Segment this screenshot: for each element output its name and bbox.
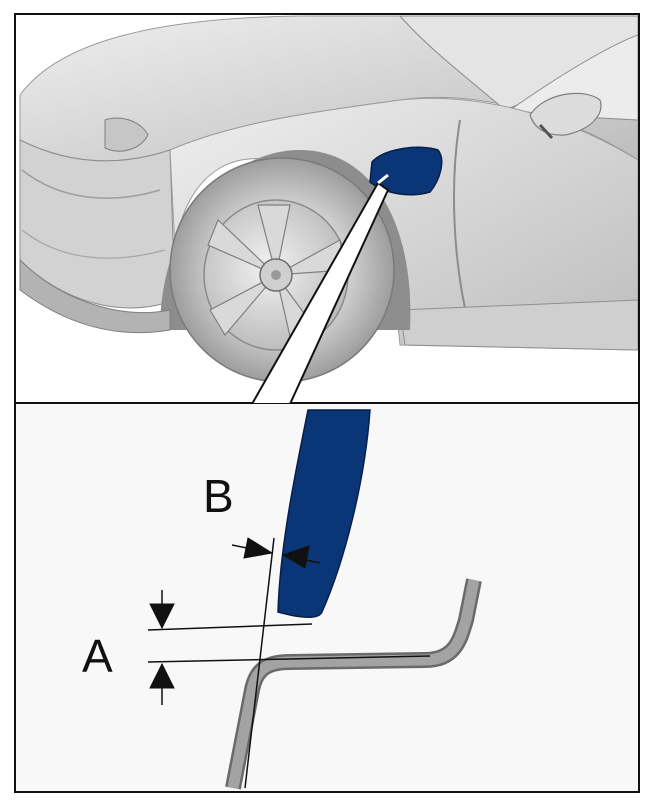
dimension-a bbox=[147, 590, 431, 705]
dimension-b bbox=[231, 537, 321, 789]
label-b: B bbox=[203, 470, 234, 522]
label-a: A bbox=[82, 630, 113, 682]
car-illustration bbox=[16, 15, 638, 403]
detail-view: B A bbox=[16, 404, 638, 791]
charge-port-flap bbox=[369, 146, 443, 196]
